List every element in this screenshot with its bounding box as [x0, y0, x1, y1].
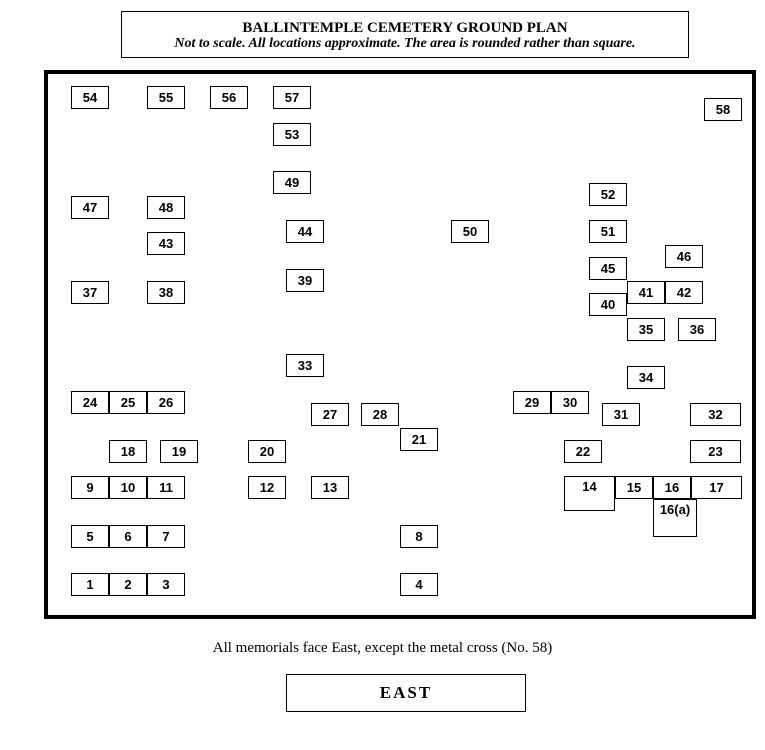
plot-37: 37 — [71, 281, 109, 304]
plot-16: 16 — [653, 476, 691, 499]
plot-57: 57 — [273, 86, 311, 109]
plot-20: 20 — [248, 440, 286, 463]
plot-24: 24 — [71, 391, 109, 414]
plot-22: 22 — [564, 440, 602, 463]
plot-49: 49 — [273, 171, 311, 194]
direction-label: EAST — [286, 674, 526, 712]
plot-8: 8 — [400, 525, 438, 548]
plot-9: 9 — [71, 476, 109, 499]
plot-51: 51 — [589, 220, 627, 243]
plot-34: 34 — [627, 366, 665, 389]
plot-1: 1 — [71, 573, 109, 596]
plan-subtitle: Not to scale. All locations approximate.… — [174, 36, 636, 51]
plot-28: 28 — [361, 403, 399, 426]
cemetery-boundary — [44, 70, 756, 619]
plot-32: 32 — [690, 403, 741, 426]
plot-47: 47 — [71, 196, 109, 219]
plot-7: 7 — [147, 525, 185, 548]
plot-55: 55 — [147, 86, 185, 109]
title-box: BALLINTEMPLE CEMETERY GROUND PLAN Not to… — [121, 11, 689, 58]
plot-41: 41 — [627, 281, 665, 304]
plot-40: 40 — [589, 293, 627, 316]
plot-21: 21 — [400, 428, 438, 451]
plot-29: 29 — [513, 391, 551, 414]
plot-15: 15 — [615, 476, 653, 499]
plot-6: 6 — [109, 525, 147, 548]
plot-17: 17 — [691, 476, 742, 499]
plot-43: 43 — [147, 232, 185, 255]
plot-30: 30 — [551, 391, 589, 414]
plot-2: 2 — [109, 573, 147, 596]
plot-46: 46 — [665, 245, 703, 268]
plot-5: 5 — [71, 525, 109, 548]
plot-23: 23 — [690, 440, 741, 463]
plan-title: BALLINTEMPLE CEMETERY GROUND PLAN — [242, 20, 568, 36]
plot-42: 42 — [665, 281, 703, 304]
plot-11: 11 — [147, 476, 185, 499]
plot-4: 4 — [400, 573, 438, 596]
plot-27: 27 — [311, 403, 349, 426]
plot-56: 56 — [210, 86, 248, 109]
plot-35: 35 — [627, 318, 665, 341]
plot-48: 48 — [147, 196, 185, 219]
plot-13: 13 — [311, 476, 349, 499]
plot-12: 12 — [248, 476, 286, 499]
plot-38: 38 — [147, 281, 185, 304]
plot-50: 50 — [451, 220, 489, 243]
plot-36: 36 — [678, 318, 716, 341]
plot-52: 52 — [589, 183, 627, 206]
plot-14: 14 — [564, 476, 615, 511]
plot-16a: 16(a) — [653, 499, 697, 537]
plot-44: 44 — [286, 220, 324, 243]
plot-31: 31 — [602, 403, 640, 426]
orientation-note: All memorials face East, except the meta… — [212, 640, 553, 656]
plot-54: 54 — [71, 86, 109, 109]
plot-25: 25 — [109, 391, 147, 414]
plot-39: 39 — [286, 269, 324, 292]
plot-26: 26 — [147, 391, 185, 414]
plot-45: 45 — [589, 257, 627, 280]
plot-58: 58 — [704, 98, 742, 121]
plot-10: 10 — [109, 476, 147, 499]
plot-53: 53 — [273, 123, 311, 146]
plot-18: 18 — [109, 440, 147, 463]
plot-33: 33 — [286, 354, 324, 377]
plot-19: 19 — [160, 440, 198, 463]
plot-3: 3 — [147, 573, 185, 596]
